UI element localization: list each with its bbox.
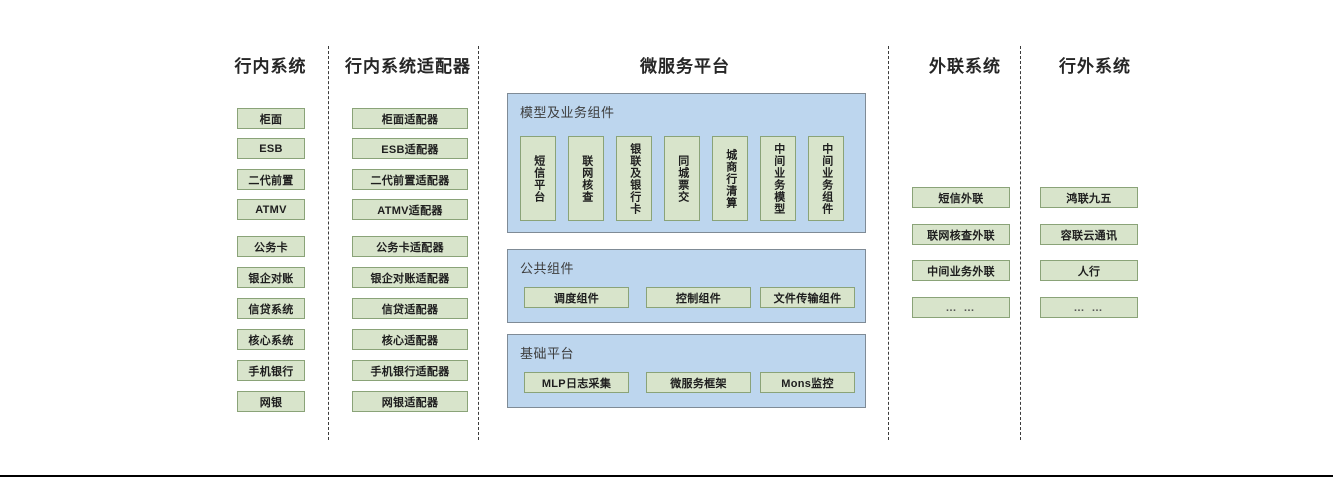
- node-adapter-4[interactable]: 公务卡适配器: [352, 236, 468, 257]
- node-adapter-2[interactable]: 二代前置适配器: [352, 169, 468, 190]
- node-internal-1[interactable]: ESB: [237, 138, 305, 159]
- panel-title-public-components: 公共组件: [520, 261, 575, 276]
- column-header-outside: 行外系统: [1059, 57, 1131, 76]
- node-model-2[interactable]: 银联及银行卡: [616, 136, 652, 221]
- node-external-link-3[interactable]: … …: [912, 297, 1010, 318]
- node-internal-3[interactable]: ATMV: [237, 199, 305, 220]
- node-adapter-6[interactable]: 信贷适配器: [352, 298, 468, 319]
- panel-base-platform: 基础平台: [507, 334, 866, 408]
- node-internal-7[interactable]: 核心系统: [237, 329, 305, 350]
- node-public-0[interactable]: 调度组件: [524, 287, 629, 308]
- node-external-link-2[interactable]: 中间业务外联: [912, 260, 1010, 281]
- node-adapter-0[interactable]: 柜面适配器: [352, 108, 468, 129]
- node-adapter-3[interactable]: ATMV适配器: [352, 199, 468, 220]
- node-adapter-5[interactable]: 银企对账适配器: [352, 267, 468, 288]
- column-header-external-link: 外联系统: [929, 57, 1001, 76]
- node-internal-6[interactable]: 信贷系统: [237, 298, 305, 319]
- panel-title-model-business: 模型及业务组件: [520, 105, 615, 120]
- node-adapter-1[interactable]: ESB适配器: [352, 138, 468, 159]
- node-base-2[interactable]: Mons监控: [760, 372, 855, 393]
- column-divider-3: [888, 46, 889, 440]
- node-outside-2[interactable]: 人行: [1040, 260, 1138, 281]
- node-model-6[interactable]: 中间业务组件: [808, 136, 844, 221]
- node-internal-2[interactable]: 二代前置: [237, 169, 305, 190]
- node-public-1[interactable]: 控制组件: [646, 287, 751, 308]
- column-divider-2: [478, 46, 479, 440]
- node-outside-3[interactable]: … …: [1040, 297, 1138, 318]
- panel-public-components: 公共组件: [507, 249, 866, 323]
- column-header-platform: 微服务平台: [640, 57, 730, 76]
- node-adapter-9[interactable]: 网银适配器: [352, 391, 468, 412]
- node-model-4[interactable]: 城商行清算: [712, 136, 748, 221]
- node-outside-1[interactable]: 容联云通讯: [1040, 224, 1138, 245]
- node-external-link-1[interactable]: 联网核查外联: [912, 224, 1010, 245]
- node-internal-9[interactable]: 网银: [237, 391, 305, 412]
- column-header-adapter: 行内系统适配器: [345, 57, 471, 76]
- column-divider-1: [328, 46, 329, 440]
- node-internal-4[interactable]: 公务卡: [237, 236, 305, 257]
- node-outside-0[interactable]: 鸿联九五: [1040, 187, 1138, 208]
- node-adapter-7[interactable]: 核心适配器: [352, 329, 468, 350]
- node-model-3[interactable]: 同城票交: [664, 136, 700, 221]
- column-header-internal: 行内系统: [234, 57, 307, 76]
- node-model-5[interactable]: 中间业务模型: [760, 136, 796, 221]
- node-internal-8[interactable]: 手机银行: [237, 360, 305, 381]
- node-base-0[interactable]: MLP日志采集: [524, 372, 629, 393]
- panel-title-base-platform: 基础平台: [520, 346, 575, 361]
- node-model-1[interactable]: 联网核查: [568, 136, 604, 221]
- node-base-1[interactable]: 微服务框架: [646, 372, 751, 393]
- node-internal-5[interactable]: 银企对账: [237, 267, 305, 288]
- column-divider-4: [1020, 46, 1021, 440]
- node-adapter-8[interactable]: 手机银行适配器: [352, 360, 468, 381]
- node-model-0[interactable]: 短信平台: [520, 136, 556, 221]
- bottom-rule: [0, 475, 1333, 477]
- node-public-2[interactable]: 文件传输组件: [760, 287, 855, 308]
- node-internal-0[interactable]: 柜面: [237, 108, 305, 129]
- node-external-link-0[interactable]: 短信外联: [912, 187, 1010, 208]
